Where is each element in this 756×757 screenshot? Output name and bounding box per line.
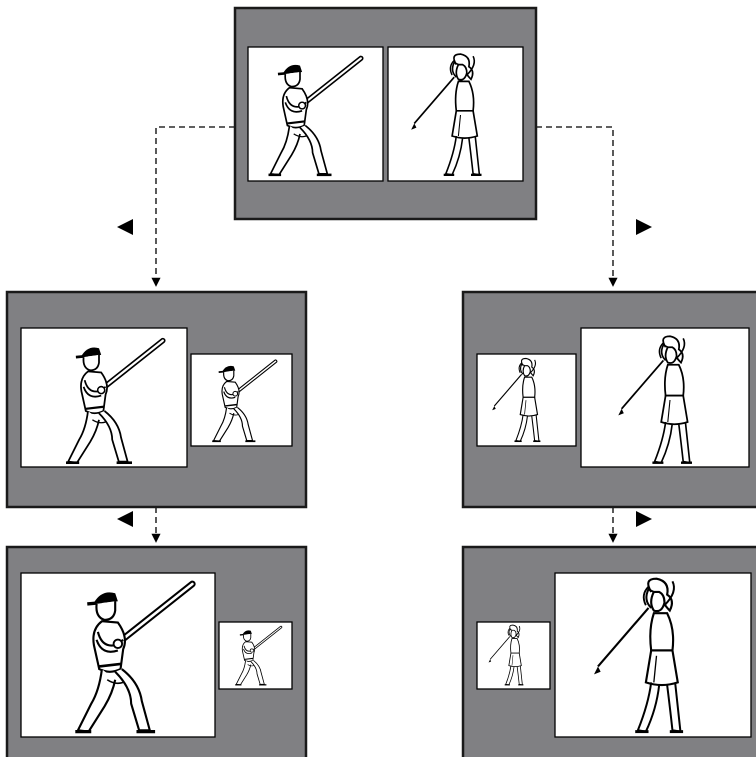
connector-lines [151, 126, 618, 543]
screen-top [233, 6, 538, 221]
arrow-right-lower [636, 511, 652, 527]
panel-batter-small [190, 353, 293, 447]
arrow-left-lower [117, 511, 133, 527]
screen-mid-left [5, 290, 308, 509]
arrow-left-upper [117, 219, 133, 235]
panel-batter-smaller [218, 621, 293, 690]
screen-bottom-right [461, 545, 756, 757]
screen-mid-right [461, 290, 756, 509]
connector-top-to-mid-right [536, 126, 618, 287]
screen-bottom-left [5, 545, 308, 757]
connector-top-to-mid-left [151, 126, 235, 287]
arrow-right-upper [636, 219, 652, 235]
